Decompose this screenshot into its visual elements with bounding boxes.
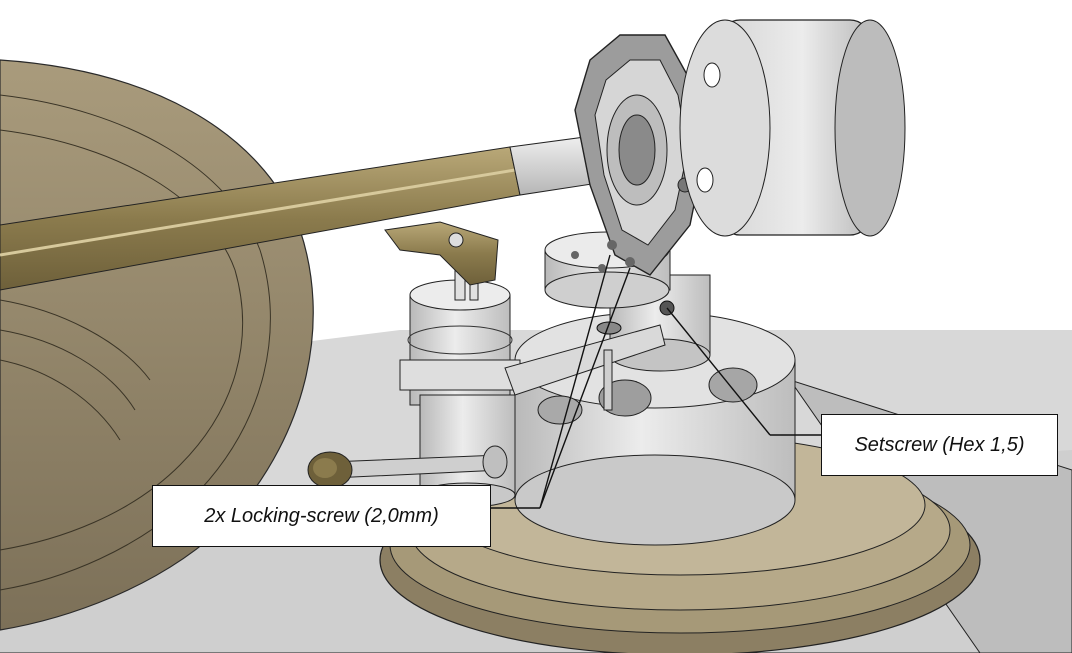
bearing-yoke <box>574 34 706 276</box>
leader-lines <box>490 254 821 509</box>
arm-rest <box>384 221 499 286</box>
lift-arm-bar <box>504 321 666 411</box>
locking-screw-callout-text: 2x Locking-screw (2,0mm) <box>204 504 439 527</box>
setscrew-callout: Setscrew (Hex 1,5) <box>821 414 1058 476</box>
tower-base <box>514 311 796 546</box>
counterweight <box>679 19 906 237</box>
arm-lift-post <box>399 269 521 508</box>
locking-screw-callout: 2x Locking-screw (2,0mm) <box>152 485 491 547</box>
locking-screw-leader-2 <box>539 254 611 509</box>
setscrew-callout-text: Setscrew (Hex 1,5) <box>854 433 1025 456</box>
locking-screw-leader-3 <box>539 267 631 509</box>
setscrew-leader <box>666 307 771 436</box>
